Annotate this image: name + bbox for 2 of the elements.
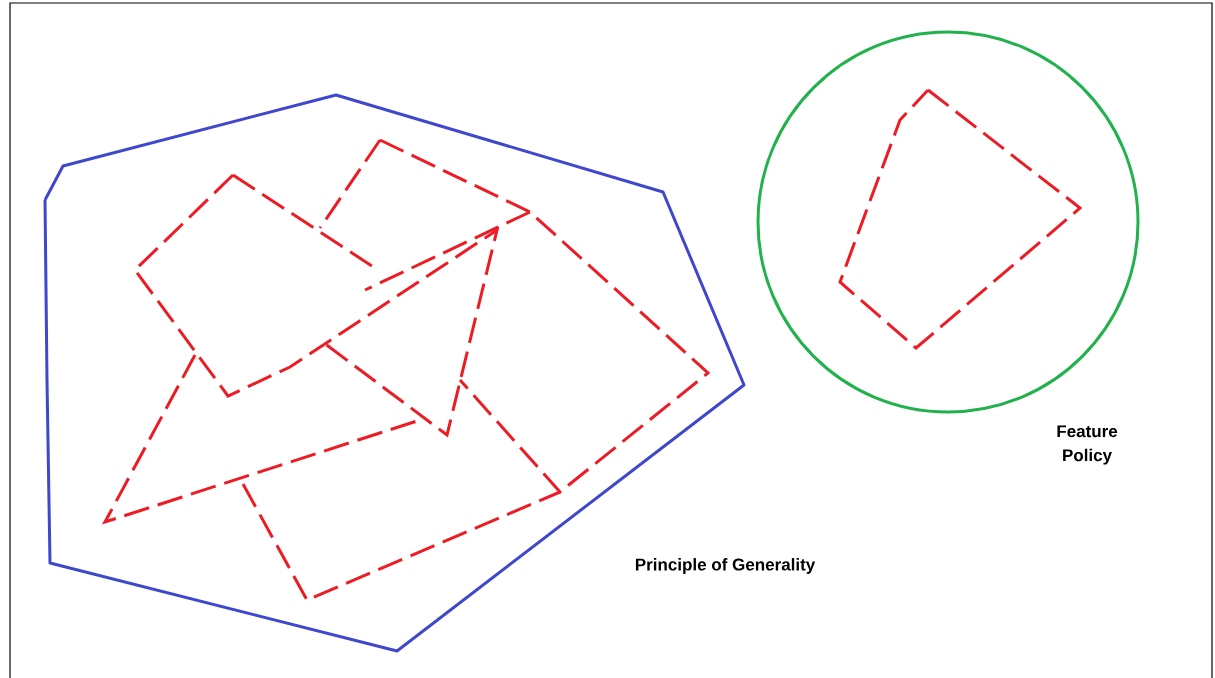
region-label: Feature Policy: [1057, 425, 1118, 465]
region-label: Principle of Generality: [635, 558, 816, 574]
